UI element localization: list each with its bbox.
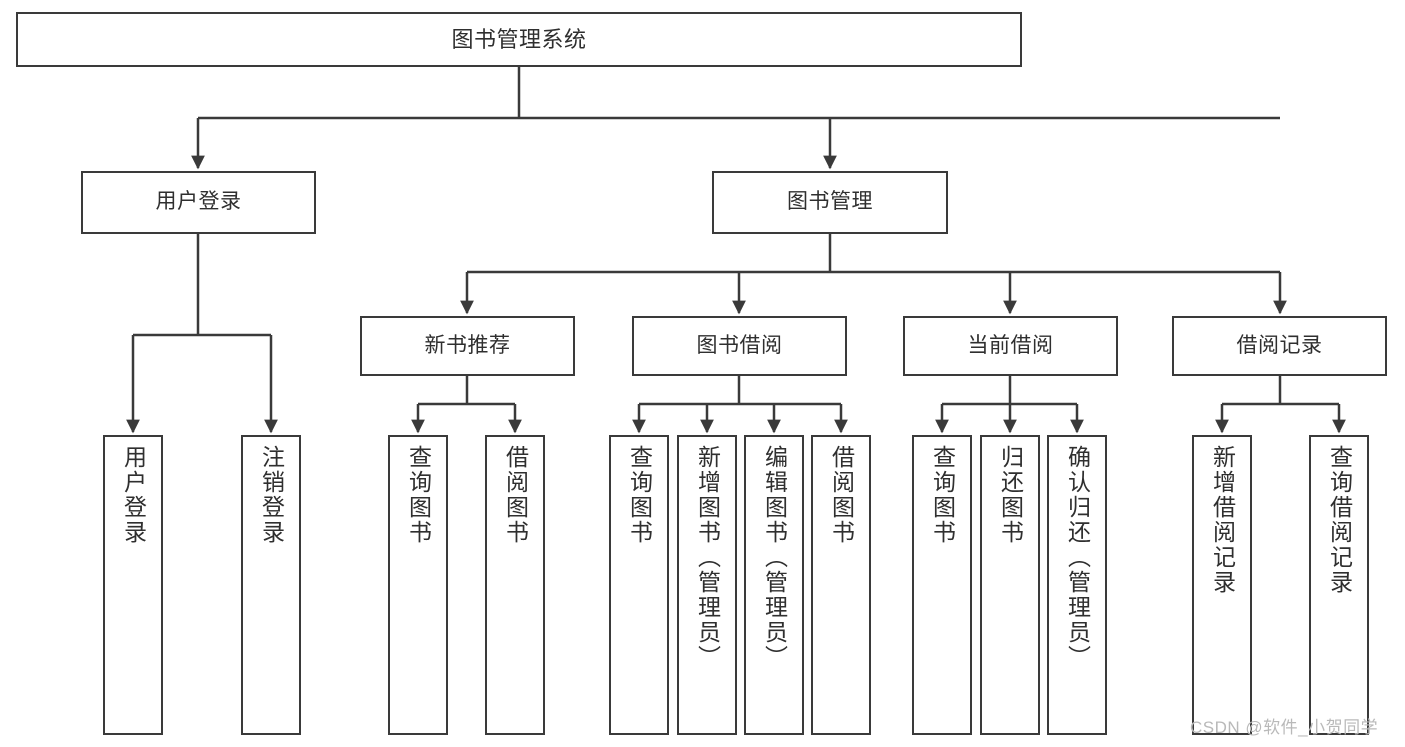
- node-leaf-query-borrow-record[interactable]: 查询借阅记录: [1309, 435, 1369, 735]
- node-label: 查询图书: [626, 445, 653, 545]
- csdn-watermark: CSDN @软件_小贺同学: [1190, 718, 1379, 737]
- node-root-book-management-system[interactable]: 图书管理系统: [16, 12, 1022, 67]
- node-leaf-add-borrow-record[interactable]: 新增借阅记录: [1192, 435, 1252, 735]
- node-label: 借阅图书: [502, 445, 529, 545]
- node-book-manage[interactable]: 图书管理: [712, 171, 948, 234]
- node-label: 注销登录: [258, 445, 285, 545]
- node-label: 查询图书: [405, 445, 432, 545]
- node-leaf-query-book-current[interactable]: 查询图书: [912, 435, 972, 735]
- node-leaf-edit-book[interactable]: 编辑图书（管理员）: [744, 435, 804, 735]
- node-label: 借阅记录: [1236, 333, 1323, 357]
- node-borrow-record[interactable]: 借阅记录: [1172, 316, 1387, 376]
- node-leaf-borrow-book[interactable]: 借阅图书: [811, 435, 871, 735]
- node-label: 确认归还（管理员）: [1064, 445, 1091, 670]
- node-label: 新增借阅记录: [1209, 445, 1236, 595]
- node-label: 归还图书: [997, 445, 1024, 545]
- node-label: 借阅图书: [828, 445, 855, 545]
- node-leaf-borrow-book-recommend[interactable]: 借阅图书: [485, 435, 545, 735]
- node-label: 图书借阅: [696, 333, 783, 357]
- node-leaf-add-book[interactable]: 新增图书（管理员）: [677, 435, 737, 735]
- node-label: 新书推荐: [424, 333, 511, 357]
- node-leaf-return-book[interactable]: 归还图书: [980, 435, 1040, 735]
- node-label: 用户登录: [155, 190, 242, 214]
- node-leaf-confirm-return[interactable]: 确认归还（管理员）: [1047, 435, 1107, 735]
- node-label: 图书管理: [787, 190, 873, 214]
- node-label: 编辑图书（管理员）: [761, 445, 788, 670]
- node-label: 新增图书（管理员）: [694, 445, 721, 670]
- node-label: 查询借阅记录: [1326, 445, 1353, 595]
- node-user-login[interactable]: 用户登录: [81, 171, 316, 234]
- node-label: 用户登录: [120, 445, 147, 545]
- node-label: 查询图书: [929, 445, 956, 545]
- node-current-borrow[interactable]: 当前借阅: [903, 316, 1118, 376]
- node-leaf-user-login[interactable]: 用户登录: [103, 435, 163, 735]
- node-leaf-query-book-recommend[interactable]: 查询图书: [388, 435, 448, 735]
- node-book-borrow[interactable]: 图书借阅: [632, 316, 847, 376]
- node-leaf-user-logout[interactable]: 注销登录: [241, 435, 301, 735]
- node-label: 当前借阅: [967, 333, 1054, 357]
- node-label: 图书管理系统: [451, 26, 587, 52]
- node-leaf-query-book-borrow[interactable]: 查询图书: [609, 435, 669, 735]
- node-new-book-recommend[interactable]: 新书推荐: [360, 316, 575, 376]
